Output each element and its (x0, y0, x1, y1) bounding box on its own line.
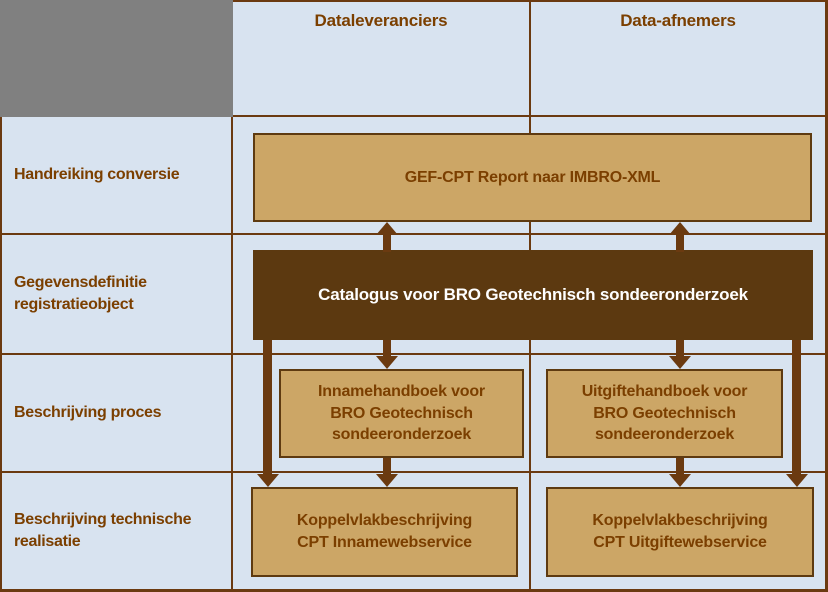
box-koppelvlak-uitgifte: Koppelvlakbeschrijving CPT Uitgiftewebse… (546, 487, 814, 577)
grid-line-horizontal (0, 0, 828, 2)
grid-line-vertical (231, 0, 233, 592)
arrow-up-icon (669, 222, 691, 235)
column-header-data-afnemers: Data-afnemers (620, 11, 736, 30)
box-catalogus: Catalogus voor BRO Geotechnisch sondeero… (253, 250, 813, 340)
grid-line-horizontal (0, 115, 828, 117)
arrow-down-icon (257, 474, 279, 487)
row-label-handreiking-conversie: Handreiking conversie (14, 166, 180, 184)
row-label-beschrijving-proces: Beschrijving proces (14, 404, 162, 422)
arrow-down-uitgiftehandboek-to-koppelvlak (676, 458, 684, 475)
arrow-down-icon (376, 474, 398, 487)
arrow-down-catalogus-to-koppelvlak-inname (263, 340, 272, 475)
row-label-beschrijving-technische-realisatie: Beschrijving technische realisatie (14, 511, 192, 550)
box-koppelvlak-uitgifte-label: Koppelvlakbeschrijving CPT Uitgiftewebse… (592, 512, 768, 551)
box-catalogus-label: Catalogus voor BRO Geotechnisch sondeero… (318, 285, 748, 304)
box-uitgiftehandboek-label: Uitgiftehandboek voor BRO Geotechnisch s… (581, 383, 748, 444)
row-label-gegevensdefinitie-registratieobject: Gegevensdefinitie registratieobject (14, 274, 147, 313)
arrow-down-icon (786, 474, 808, 487)
arrow-up-icon (376, 222, 398, 235)
grid-line-vertical (825, 0, 828, 592)
arrow-down-icon (669, 356, 691, 369)
arrow-down-icon (669, 474, 691, 487)
arrow-down-innamehandboek-to-koppelvlak (383, 458, 391, 475)
box-uitgiftehandboek: Uitgiftehandboek voor BRO Geotechnisch s… (546, 369, 783, 458)
arrow-down-catalogus-to-innamehandboek (383, 340, 391, 357)
box-gef-cpt-report-label: GEF-CPT Report naar IMBRO-XML (404, 168, 661, 186)
arrow-down-icon (376, 356, 398, 369)
column-header-dataleveranciers: Dataleveranciers (314, 11, 448, 30)
arrow-down-catalogus-to-koppelvlak-uitgifte (792, 340, 801, 475)
grid-line-horizontal (0, 471, 828, 473)
grid-line-horizontal (0, 353, 828, 355)
box-innamehandboek: Innamehandboek voor BRO Geotechnisch son… (279, 369, 524, 458)
corner-cell (0, 0, 233, 117)
box-gef-cpt-report: GEF-CPT Report naar IMBRO-XML (253, 133, 812, 222)
grid-line-vertical (0, 0, 2, 592)
arrow-down-catalogus-to-uitgiftehandboek (676, 340, 684, 357)
arrow-up-catalogus-to-gefcpt-left (383, 234, 391, 252)
arrow-up-catalogus-to-gefcpt-right (676, 234, 684, 252)
grid-line-horizontal (0, 589, 828, 592)
grid-line-horizontal (0, 233, 828, 235)
box-innamehandboek-label: Innamehandboek voor BRO Geotechnisch son… (318, 383, 485, 444)
box-koppelvlak-inname: Koppelvlakbeschrijving CPT Innamewebserv… (251, 487, 518, 577)
box-koppelvlak-inname-label: Koppelvlakbeschrijving CPT Innamewebserv… (296, 512, 473, 551)
